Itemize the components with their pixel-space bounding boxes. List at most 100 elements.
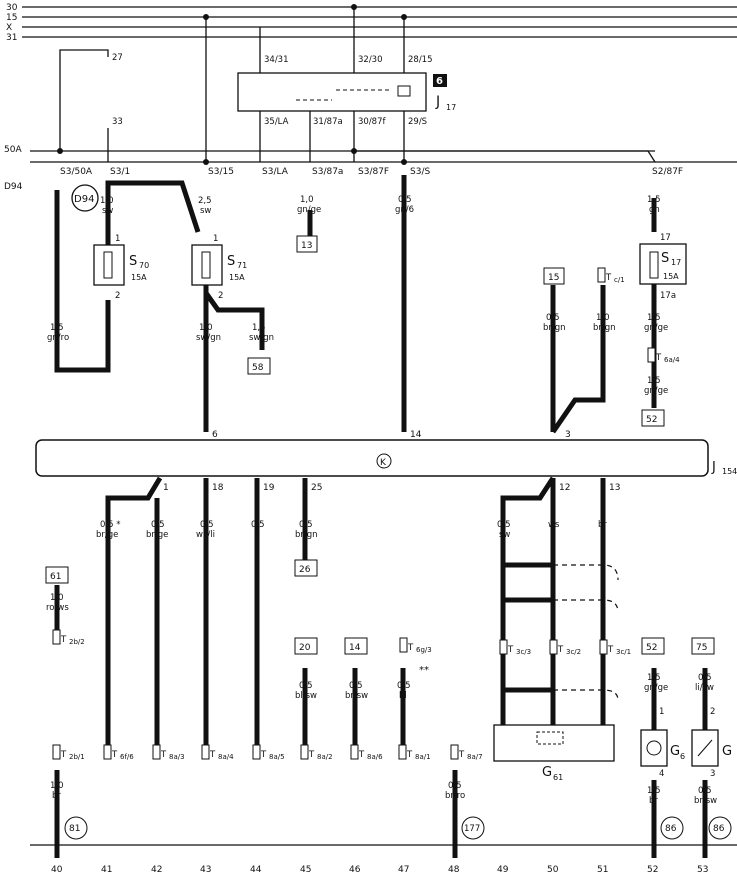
box-14-lower: 14 (349, 643, 361, 653)
col-51: 51 (597, 865, 608, 875)
lower-wire-specs: 0,5 * br/ge 0,5 br/ge 0,5 ws/li 0,5 li 0… (46, 520, 717, 806)
spec-52-size: 1,5 (647, 376, 661, 386)
connectors: T 2b/2 T 6g/3 T 3c/3 T 3c/2 T 3c/1 T 2b/… (52, 629, 631, 761)
connector-t3c3-sub: 3c/3 (516, 648, 531, 656)
sensor-g6: G 6 (640, 729, 685, 767)
box-13: 13 (301, 241, 312, 251)
box-61: 61 (50, 572, 61, 582)
relay-badge (433, 74, 447, 87)
connector-t6f6-sub: 6f/6 (120, 753, 134, 761)
upper-boxes: 13 58 15 52 (247, 235, 665, 427)
connector-t6a4-body (647, 347, 656, 363)
g61-sub: 61 (553, 773, 563, 782)
spec-43-size: 0,5 (200, 520, 214, 530)
pin-29-s: 29/S (408, 117, 427, 127)
connector-t8a1: T (406, 750, 413, 760)
lower-boxes: 26 61 20 14 52 75 (45, 559, 715, 655)
spec-49-color: sw (499, 530, 510, 540)
pin-28-15: 28/15 (408, 55, 433, 65)
spec-58-color: sw/gn (249, 333, 274, 343)
spec-swgn-size: 1,0 (199, 323, 213, 333)
bus-name: J (711, 460, 716, 475)
bus-out-13: 13 (609, 483, 620, 493)
spec-43-color: ws/li (196, 530, 215, 540)
conn-s3-1: S3/1 (110, 167, 130, 177)
box-15: 15 (548, 273, 559, 283)
spec-48-size: 0,5 (448, 781, 462, 791)
connector-t2b1-sub: 2b/1 (69, 753, 85, 761)
g61-name: G (542, 765, 552, 780)
conn-s3-87a: S3/87a (312, 167, 343, 177)
bus-in-6: 6 (212, 430, 218, 440)
connector-t8a2-sub: 8a/2 (317, 753, 333, 761)
col-52: 52 (647, 865, 658, 875)
spec-49-size: 0,5 (497, 520, 511, 530)
connector-t6g3: T (407, 643, 414, 653)
bus-pins: 6 14 3 1 18 19 25 12 13 (163, 430, 620, 493)
connector-t2b1: T (60, 750, 67, 760)
col-50: 50 (547, 865, 559, 875)
spec-41-color: br/ge (96, 530, 118, 540)
ground-markers: 81 177 86 86 (64, 816, 732, 840)
connector-t3c1: T (607, 645, 614, 655)
fuse-s17-pin17: 17 (660, 233, 671, 243)
spec-s17-color: gn (649, 205, 660, 215)
connector-t8a4: T (209, 750, 216, 760)
col-47: 47 (398, 865, 409, 875)
spec-14b-color: br/sw (345, 691, 368, 701)
connector-t6g3-sub: 6g/3 (416, 646, 432, 654)
col-53: 53 (697, 865, 708, 875)
spec-58-size: 1,5 (252, 323, 266, 333)
col-42: 42 (151, 865, 162, 875)
g6-name: G (670, 744, 680, 759)
connector-tc1-body (597, 267, 606, 283)
pin-31-87a: 31/87a (313, 117, 343, 127)
spec-13-size: 1,0 (300, 195, 314, 205)
pin-33: 33 (112, 117, 123, 127)
bus-in-3: 3 (565, 430, 571, 440)
note-stars: ** (419, 665, 429, 676)
spec-40-color: br (52, 791, 61, 801)
g-pin3: 3 (710, 769, 715, 779)
pin-34-31: 34/31 (264, 55, 289, 65)
connector-t3c2: T (557, 645, 564, 655)
sensor-pins: 1 4 2 3 (659, 707, 715, 779)
fuse-s70-pin1: 1 (115, 234, 120, 244)
spec-s17b-color: gn/ge (644, 323, 668, 333)
fuse-s70-name: S (129, 254, 137, 269)
connector-t8a2: T (308, 750, 315, 760)
rail-label-15: 15 (6, 13, 17, 23)
relay-name: J (435, 94, 440, 110)
d94-marker: D94 (71, 184, 99, 212)
spec-47-color: bl (399, 691, 407, 701)
connector-t8a6-sub: 8a/6 (367, 753, 383, 761)
sensor-g61: G 61 (493, 724, 615, 782)
box-75: 75 (696, 643, 707, 653)
pin-30-87f: 30/87f (358, 117, 386, 127)
bus-out-19: 19 (263, 483, 275, 493)
spec-20-size: 0,5 (299, 681, 313, 691)
connector-t8a3: T (160, 750, 167, 760)
rail-label-x: X (6, 23, 12, 33)
bus-out-12: 12 (559, 483, 570, 493)
col-40: 40 (51, 865, 63, 875)
g6-pin4: 4 (659, 769, 664, 779)
spec-14b-size: 0,5 (349, 681, 363, 691)
connector-t8a3-sub: 8a/3 (169, 753, 185, 761)
fuse-s71-pin2: 2 (218, 291, 223, 301)
fuse-s17: S 17 15A (639, 243, 687, 285)
connector-t8a5: T (260, 750, 267, 760)
spec-gnro-color: gn/ro (47, 333, 69, 343)
spec-52-color: gn/ge (644, 386, 668, 396)
box-58: 58 (252, 363, 264, 373)
connector-t6a4-sub: 6a/4 (664, 356, 680, 364)
spec-45-color: br/gn (295, 530, 318, 540)
spec-g6-color: br (649, 796, 658, 806)
connector-t2b2-sub: 2b/2 (69, 638, 85, 646)
fuse-s17-sub: 17 (671, 258, 681, 267)
spec-s17b-size: 1,5 (647, 313, 661, 323)
spec-13-color: gn/ge (297, 205, 321, 215)
connector-t8a6: T (358, 750, 365, 760)
junction-dots (57, 4, 407, 165)
